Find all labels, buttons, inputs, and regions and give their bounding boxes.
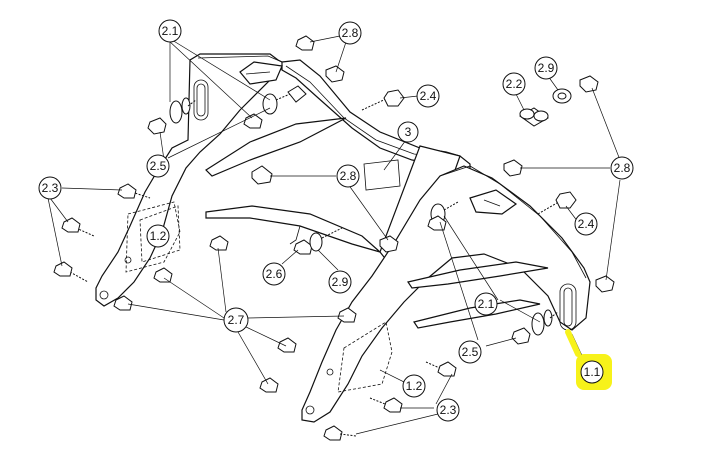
nut-2-8-top-a — [295, 35, 315, 51]
nut-2-8-mid-b — [379, 235, 399, 253]
callout-label: 2.4 — [420, 89, 437, 103]
label-plate-3 — [363, 159, 401, 191]
stud-2-1-left — [243, 93, 291, 129]
callout-2-5-left: 2.5 — [146, 154, 170, 178]
callout-2-4-right: 2.4 — [574, 212, 598, 236]
callout-label: 2.8 — [614, 161, 631, 175]
callout-label: 2.3 — [440, 403, 457, 417]
callout-label: 2.6 — [266, 267, 283, 281]
callout-label: 1.1 — [584, 365, 601, 379]
callout-2-9-mid: 2.9 — [328, 270, 352, 294]
nut-2-7-e — [277, 337, 297, 353]
callout-label: 2.5 — [462, 345, 479, 359]
washer-2-9 — [552, 88, 572, 104]
bolt-2-5-right — [511, 309, 559, 345]
right-wedges — [407, 189, 549, 329]
callout-2-8-top: 2.8 — [338, 21, 362, 45]
callout-1-2-left: 1.2 — [146, 224, 170, 248]
bolt-2-4-right — [537, 191, 577, 215]
callout-label: 2.8 — [340, 169, 357, 183]
callout-2-8-right: 2.8 — [610, 156, 634, 180]
nut-2-8-right-a — [503, 159, 523, 177]
spacer-2-2 — [519, 107, 549, 127]
bolt-2-3-bottom-b — [369, 397, 403, 413]
callout-label: 2.3 — [42, 181, 59, 195]
callout-2-1-right: 2.1 — [474, 292, 498, 316]
nut-2-7-d — [337, 307, 357, 323]
callout-label: 3 — [405, 125, 412, 139]
callout-label: 1.2 — [406, 379, 423, 393]
right-side-plate — [301, 165, 591, 423]
callout-label: 2.9 — [332, 275, 349, 289]
bolt-2-3-bottom-c — [323, 425, 357, 441]
nut-2-8-top-b — [325, 65, 345, 83]
bolt-2-3-left-c — [53, 261, 89, 283]
block-2-8-top — [287, 85, 307, 103]
hinge-block — [239, 61, 283, 85]
callout-2-1-top: 2.1 — [158, 19, 182, 43]
bolt-2-3-bottom-a — [425, 361, 457, 377]
callout-2-3-left: 2.3 — [38, 176, 62, 200]
callout-label: 2.8 — [342, 26, 359, 40]
callout-2-7: 2.7 — [223, 307, 249, 333]
bolt-2-3-left-b — [61, 217, 95, 237]
nut-2-7-c — [113, 295, 133, 311]
callout-label: 1.2 — [150, 229, 167, 243]
bolt-2-4-top — [361, 89, 405, 111]
callout-2-5-right: 2.5 — [458, 340, 482, 364]
callout-label: 2.4 — [578, 217, 595, 231]
bolt-2-6 — [293, 227, 343, 255]
nut-2-7-a — [209, 235, 229, 251]
loose-parts — [239, 61, 572, 127]
callout-2-2: 2.2 — [502, 72, 526, 96]
nuts — [113, 35, 615, 393]
callout-1-1: 1.1 — [580, 360, 604, 384]
callout-2-9-right: 2.9 — [534, 56, 558, 80]
nut-2-7-b — [153, 267, 173, 283]
callout-2-3-bottom: 2.3 — [436, 398, 460, 422]
callout-label: 2.9 — [538, 61, 555, 75]
bolt-2-5-left — [147, 97, 197, 135]
nut-2-7-f — [259, 377, 279, 393]
callout-label: 2.1 — [162, 24, 179, 38]
callout-label: 2.2 — [506, 77, 523, 91]
nut-2-8-mid-a — [251, 165, 273, 185]
callout-2-4-top: 2.4 — [416, 84, 440, 108]
callout-2-8-mid: 2.8 — [336, 164, 360, 188]
callout-label: 2.5 — [150, 159, 167, 173]
callout-2-6: 2.6 — [262, 262, 286, 286]
callout-label: 2.1 — [478, 297, 495, 311]
bolts — [53, 89, 577, 441]
label-area-1-2-left — [139, 205, 181, 263]
callout-3: 3 — [397, 121, 419, 143]
callout-label: 2.7 — [228, 313, 245, 327]
bolt-2-3-left-a — [117, 183, 151, 199]
nut-2-8-right-c — [595, 275, 615, 293]
callout-1-2-right: 1.2 — [402, 374, 426, 398]
nut-2-8-right-b — [579, 75, 599, 93]
